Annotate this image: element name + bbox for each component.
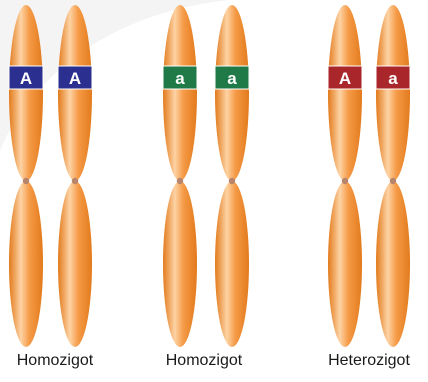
centromere bbox=[229, 178, 235, 184]
chromosome-upper-arm bbox=[215, 5, 249, 181]
chromosome-lower-arm bbox=[328, 181, 362, 347]
chromosome: A bbox=[58, 5, 92, 347]
centromere bbox=[390, 178, 396, 184]
chromosome-upper-arm bbox=[163, 5, 197, 181]
centromere bbox=[23, 178, 29, 184]
allele-label: A bbox=[339, 69, 351, 88]
chromosome-lower-arm bbox=[376, 181, 410, 347]
group-label-homozygous-dominant: Homozigot bbox=[0, 352, 110, 370]
chromosome: A bbox=[9, 5, 43, 347]
chromosome-upper-arm bbox=[328, 5, 362, 181]
chromosome-lower-arm bbox=[163, 181, 197, 347]
chromosome-upper-arm bbox=[58, 5, 92, 181]
chromosome-lower-arm bbox=[215, 181, 249, 347]
centromere bbox=[72, 178, 78, 184]
group-label-homozygous-recessive: Homozigot bbox=[149, 352, 259, 370]
allele-label: a bbox=[175, 69, 185, 88]
chromosome-upper-arm bbox=[9, 5, 43, 181]
chromosome-upper-arm bbox=[376, 5, 410, 181]
allele-label: A bbox=[69, 69, 81, 88]
chromosome-lower-arm bbox=[9, 181, 43, 347]
centromere bbox=[342, 178, 348, 184]
allele-label: A bbox=[20, 69, 32, 88]
chromosome: A bbox=[328, 5, 362, 347]
centromere bbox=[177, 178, 183, 184]
chromosome: a bbox=[376, 5, 410, 347]
chromosome-lower-arm bbox=[58, 181, 92, 347]
chromosome: a bbox=[163, 5, 197, 347]
group-label-heterozygous: Heterozigot bbox=[314, 352, 424, 370]
allele-label: a bbox=[227, 69, 237, 88]
allele-label: a bbox=[388, 69, 398, 88]
chromosome: a bbox=[215, 5, 249, 347]
